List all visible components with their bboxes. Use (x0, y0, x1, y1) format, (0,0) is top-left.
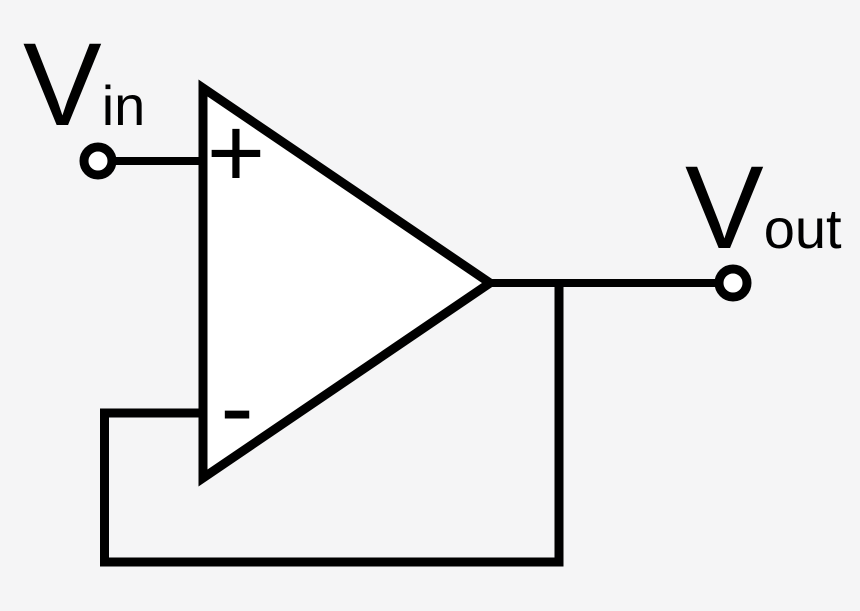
output-terminal (714, 264, 752, 302)
output-voltage-subscript-text: out (764, 197, 842, 260)
output-voltage-base-text: V (685, 142, 764, 274)
inverting-minus-symbol: - (220, 351, 253, 463)
output-voltage-label: Vout (685, 142, 842, 274)
opamp-triangle (198, 79, 499, 487)
input-voltage-subscript-text: in (102, 74, 146, 137)
input-voltage-label: Vin (23, 19, 145, 151)
input-voltage-base-text: V (23, 19, 102, 151)
input-terminal (79, 142, 117, 180)
noninverting-plus-symbol: + (207, 97, 265, 209)
feedback-wire (100, 283, 564, 567)
